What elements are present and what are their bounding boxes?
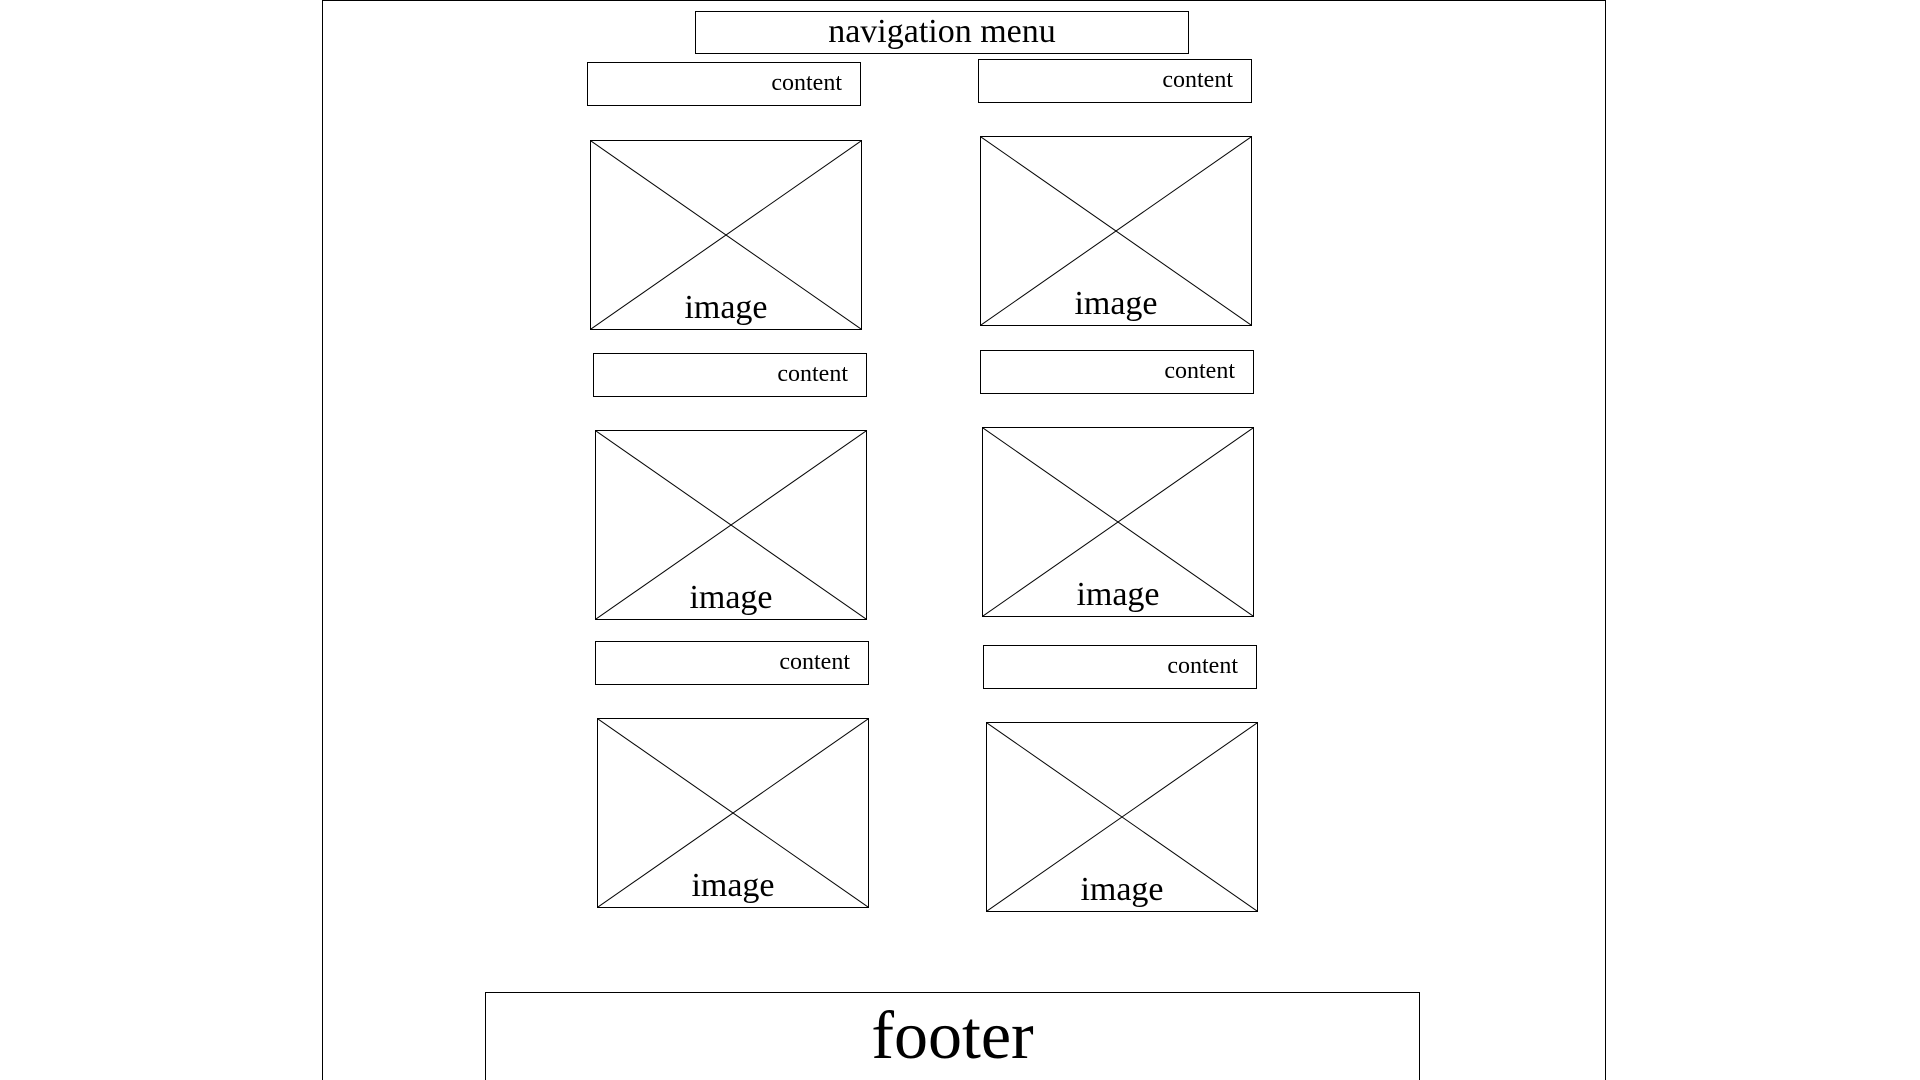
- page-frame: [322, 0, 1606, 1080]
- image-placeholder: image: [595, 430, 867, 620]
- content-box: content: [593, 353, 867, 397]
- image-placeholder-icon: [983, 428, 1253, 616]
- content-box: content: [587, 62, 861, 106]
- content-box: content: [980, 350, 1254, 394]
- image-label: image: [684, 289, 768, 326]
- image-placeholder: image: [590, 140, 862, 330]
- image-placeholder-icon: [987, 723, 1257, 911]
- image-placeholder-icon: [981, 137, 1251, 325]
- content-box: content: [978, 59, 1252, 103]
- image-placeholder: image: [980, 136, 1252, 326]
- content-box: content: [595, 641, 869, 685]
- image-label: image: [1080, 871, 1164, 908]
- image-placeholder: image: [597, 718, 869, 908]
- image-label: image: [1074, 285, 1158, 322]
- image-label: image: [691, 867, 775, 904]
- image-placeholder-icon: [591, 141, 861, 329]
- image-label: image: [1076, 576, 1160, 613]
- image-placeholder-icon: [598, 719, 868, 907]
- footer: footer: [485, 992, 1420, 1080]
- image-placeholder: image: [986, 722, 1258, 912]
- image-label: image: [689, 579, 773, 616]
- content-box: content: [983, 645, 1257, 689]
- image-placeholder-icon: [596, 431, 866, 619]
- image-placeholder: image: [982, 427, 1254, 617]
- navigation-menu[interactable]: navigation menu: [695, 11, 1189, 54]
